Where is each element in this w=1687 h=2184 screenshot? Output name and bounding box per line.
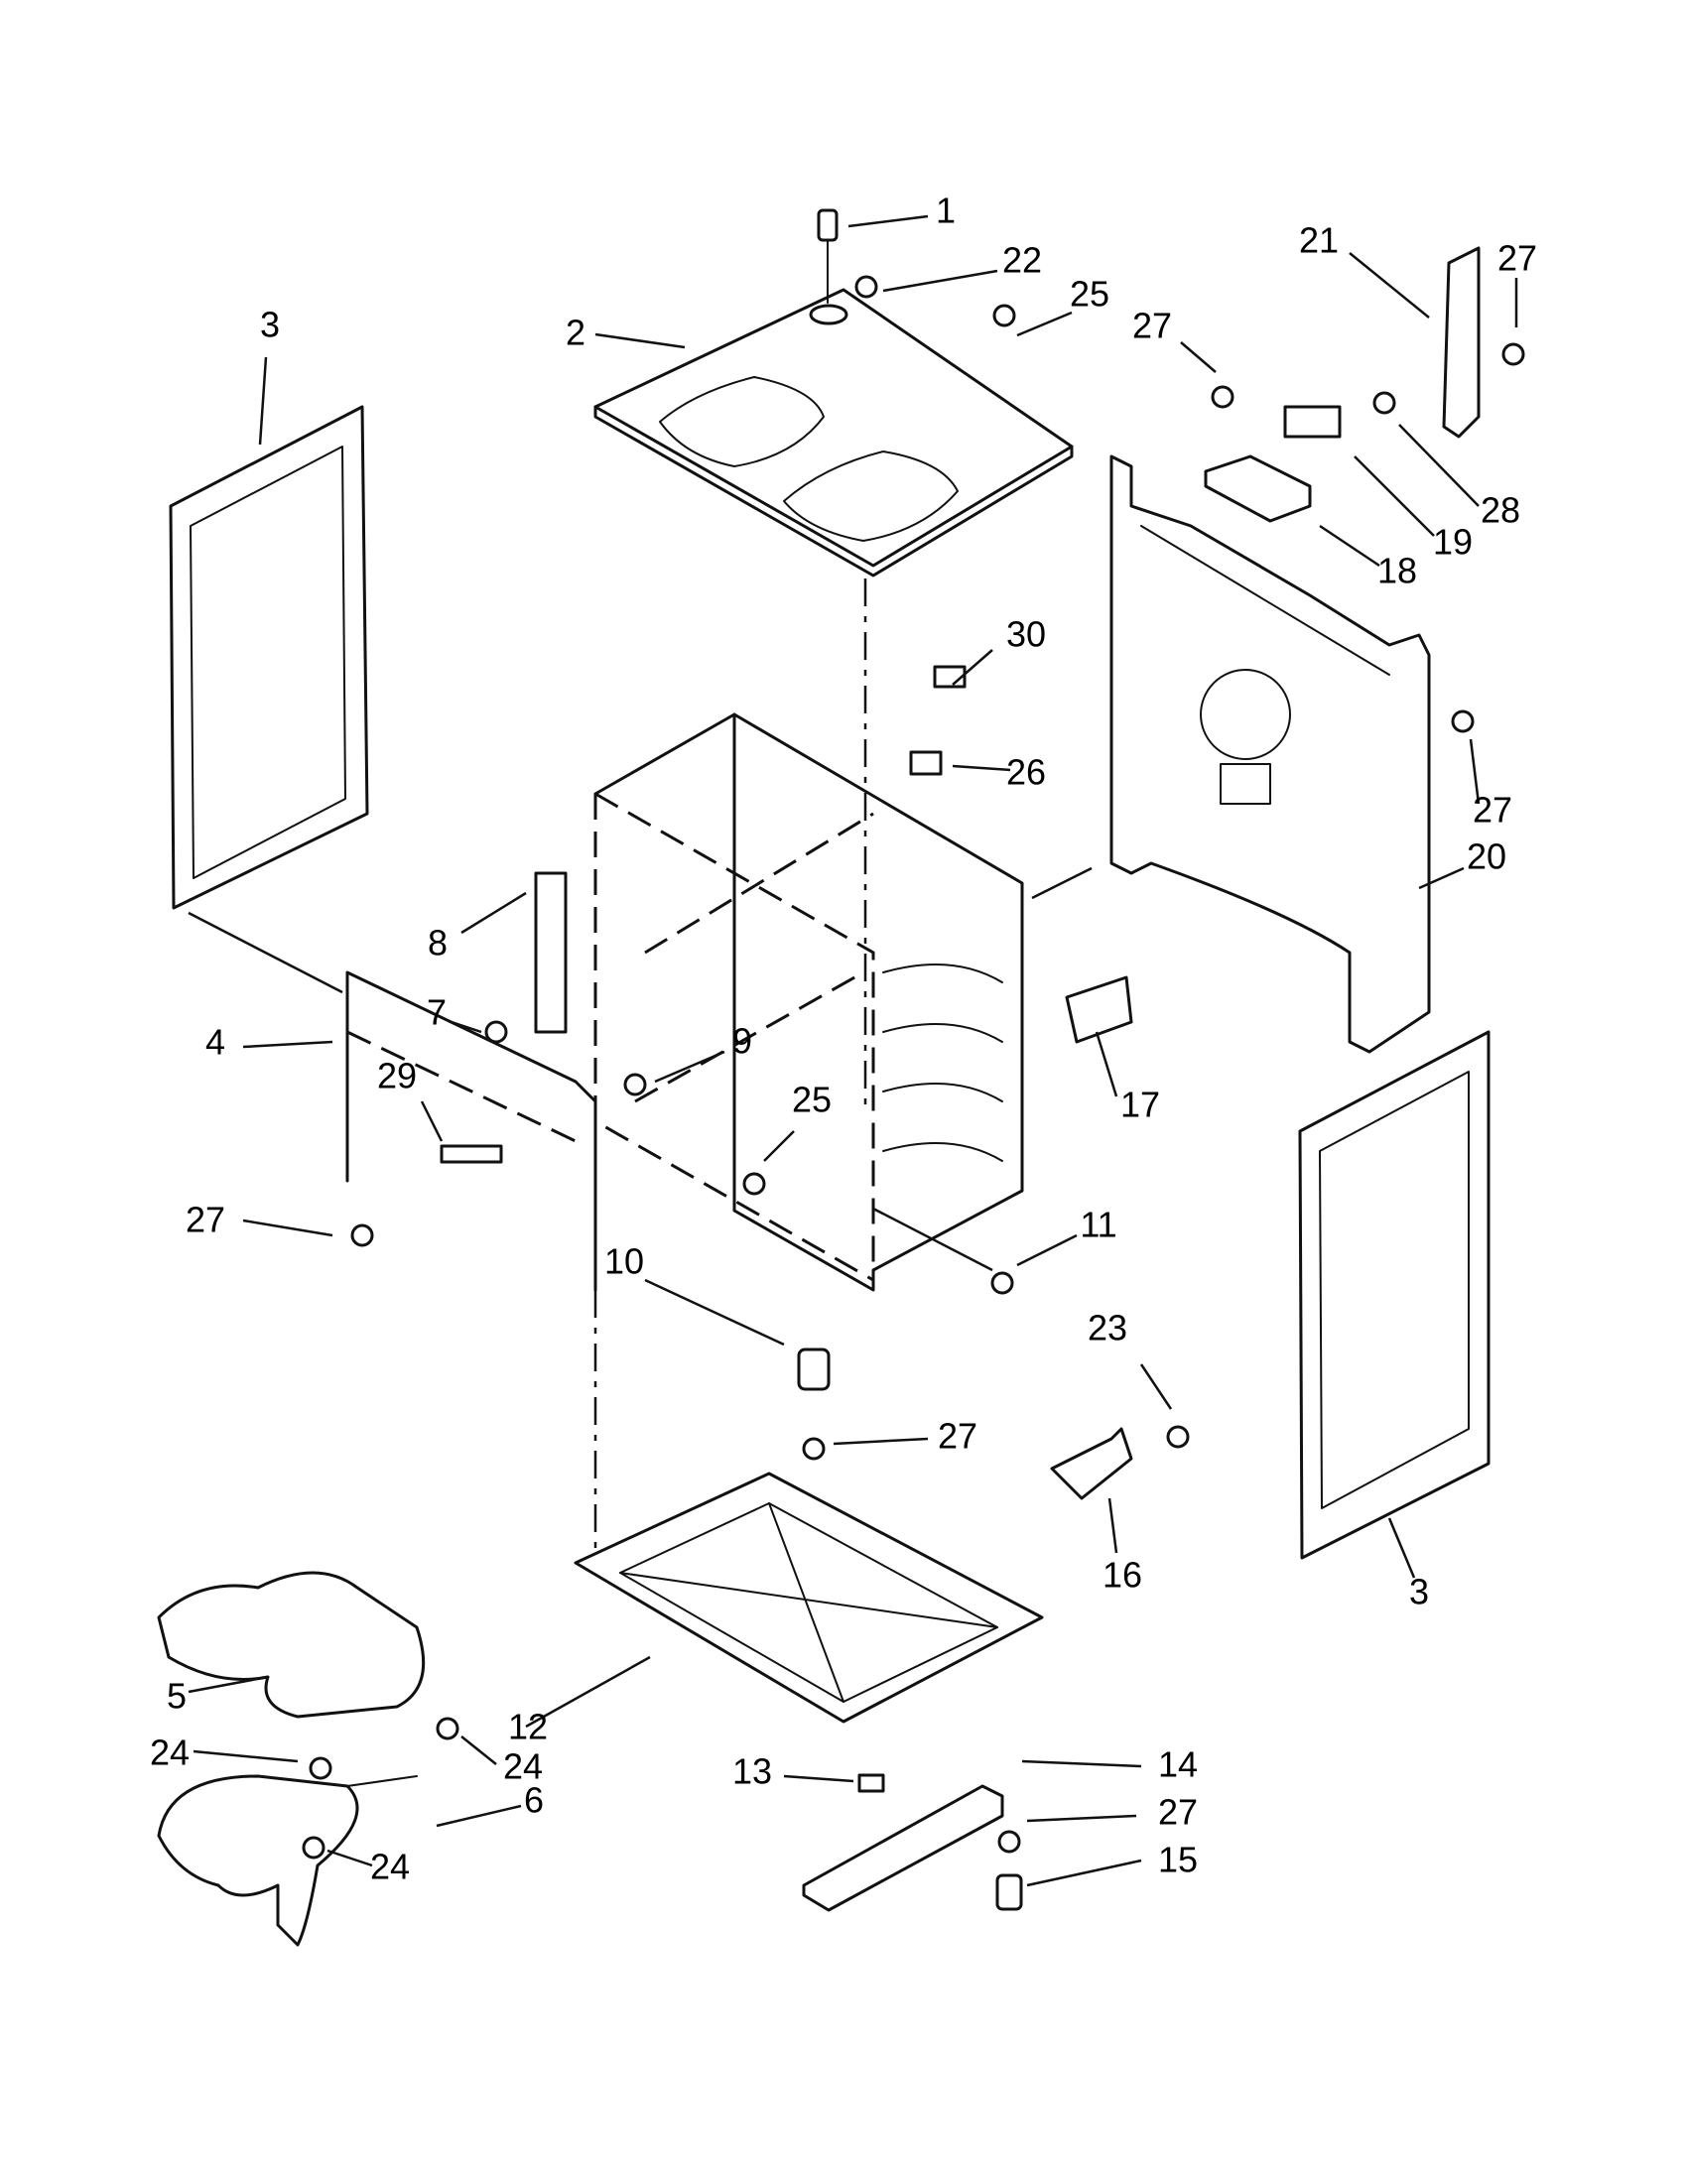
callout-21: 21: [1299, 220, 1339, 261]
callout-24-c: 24: [370, 1847, 410, 1887]
callout-27-f: 27: [1158, 1792, 1198, 1833]
callout-16: 16: [1103, 1555, 1142, 1596]
broil-element: [157, 1774, 418, 1947]
bake-element: [157, 1571, 426, 1719]
callout-24-b: 24: [503, 1746, 543, 1787]
callout-1: 1: [936, 191, 956, 231]
callout-27-e: 27: [938, 1416, 977, 1457]
callout-28: 28: [1481, 490, 1520, 531]
small-parts: [302, 275, 1525, 1911]
callout-19: 19: [1433, 522, 1473, 563]
callout-13: 13: [732, 1751, 772, 1792]
oven-bottom-panel: [574, 1472, 1044, 1724]
right-side-panel: [1298, 1030, 1491, 1560]
callout-15: 15: [1158, 1840, 1198, 1880]
callout-9: 9: [732, 1021, 752, 1062]
leader-lines: [188, 214, 1518, 1887]
callout-10: 10: [604, 1241, 644, 1282]
bracket-16: [1050, 1427, 1133, 1500]
callout-17: 17: [1120, 1085, 1160, 1125]
callout-27-c: 27: [1473, 790, 1512, 831]
bracket-17: [1065, 975, 1133, 1044]
callout-22: 22: [1002, 240, 1042, 281]
callout-8: 8: [428, 923, 448, 964]
callout-11: 11: [1080, 1205, 1116, 1245]
bracket-18: [1204, 454, 1312, 523]
callout-27-a: 27: [1132, 306, 1172, 346]
callout-20: 20: [1467, 836, 1506, 877]
callout-18: 18: [1377, 551, 1417, 591]
callout-27-b: 27: [1497, 238, 1537, 279]
alignment-lines: [188, 578, 1093, 1548]
callout-6: 6: [524, 1780, 544, 1821]
callout-24-a: 24: [150, 1733, 190, 1773]
bracket-21: [1442, 246, 1481, 439]
callout-3-right: 3: [1409, 1572, 1429, 1612]
callout-5: 5: [167, 1676, 187, 1717]
callout-30: 30: [1006, 614, 1046, 655]
callout-26: 26: [1006, 752, 1046, 793]
callout-3-left: 3: [260, 305, 280, 345]
rear-panel: [1109, 454, 1431, 1054]
door-gasket: [345, 970, 597, 1292]
callout-7: 7: [427, 992, 447, 1033]
cooktop-panel: [593, 288, 1074, 578]
callout-14: 14: [1158, 1744, 1198, 1785]
callout-23: 23: [1088, 1308, 1127, 1349]
callout-25-a: 25: [1070, 274, 1109, 315]
callout-labels: 1 2 3 3 4 5 6 7 8 9 10 11 12 13 14 15 16…: [150, 191, 1537, 1887]
terminal-block-19: [1283, 405, 1342, 439]
cap-part: [817, 208, 839, 304]
callout-27-d: 27: [186, 1200, 225, 1240]
callout-25-b: 25: [792, 1080, 832, 1120]
callout-29: 29: [377, 1056, 417, 1096]
left-side-panel: [169, 405, 369, 910]
callout-12: 12: [508, 1707, 548, 1747]
callout-4: 4: [205, 1022, 225, 1063]
callout-2: 2: [566, 313, 585, 353]
oven-cavity: [593, 712, 1024, 1292]
bracket-14: [802, 1784, 1004, 1912]
